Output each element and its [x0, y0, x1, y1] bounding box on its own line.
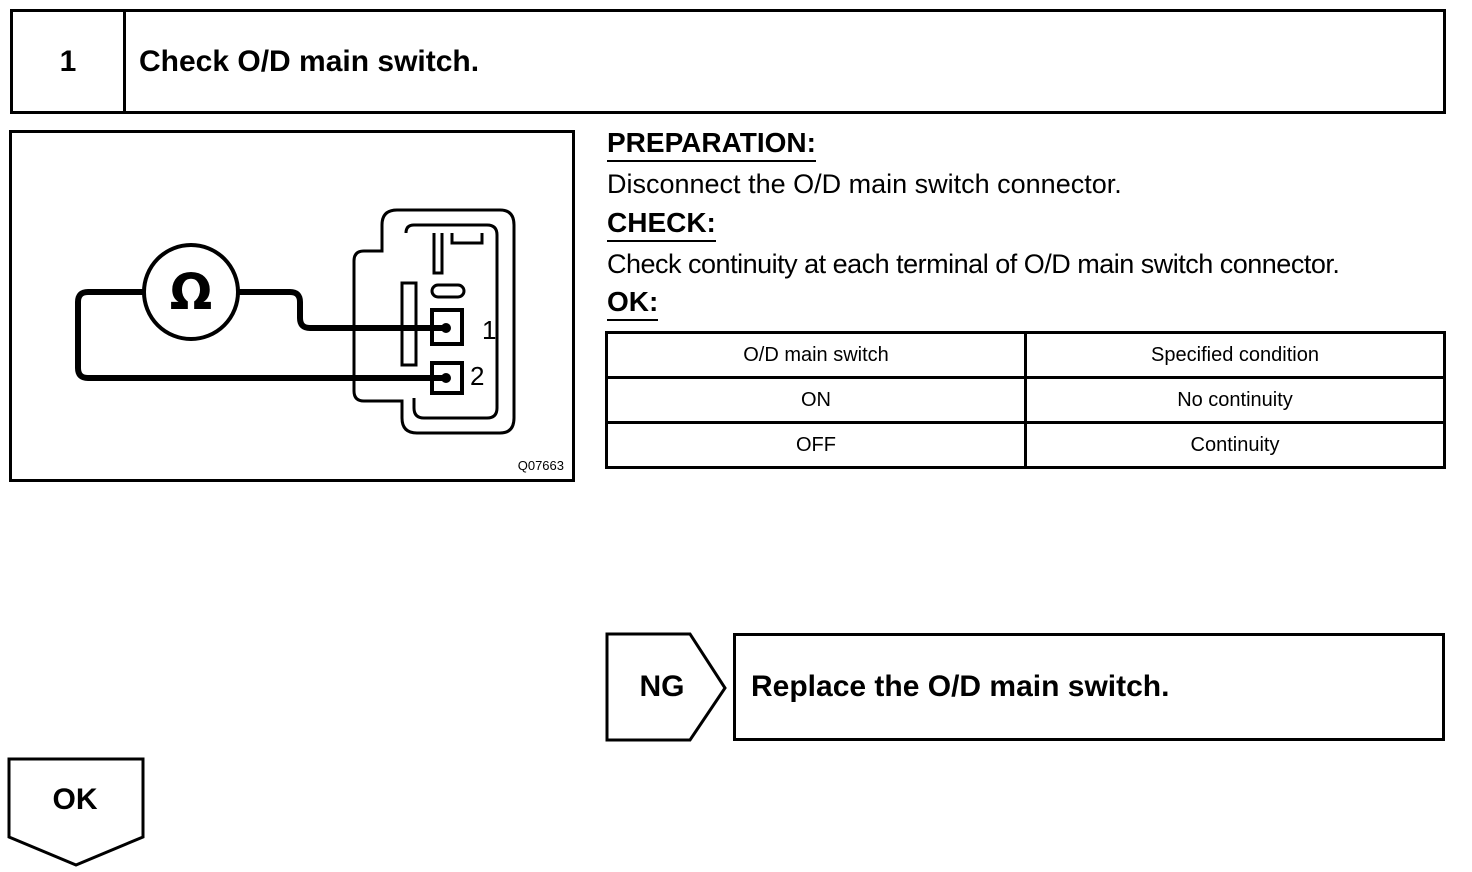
table-header-row: O/D main switch Specified condition [605, 331, 1446, 379]
ohm-symbol: Ω [170, 263, 213, 321]
step-title: Check O/D main switch. [139, 44, 480, 78]
ng-arrow-icon [605, 632, 727, 742]
ohmmeter-figure: Ω 1 2 Q07663 [9, 130, 575, 482]
terminal-1 [430, 308, 464, 346]
slot [430, 283, 466, 299]
table-cell: No continuity [1024, 376, 1446, 424]
terminal-1-label: 1 [482, 315, 496, 345]
latch [432, 233, 444, 275]
lead-wire-1 [238, 289, 446, 331]
ng-label: NG [639, 670, 685, 703]
table-cell: OFF [605, 421, 1027, 469]
ok-arrow-icon [7, 757, 145, 867]
ng-action-text: Replace the O/D main switch. [751, 670, 1170, 703]
lead-wire-2 [75, 289, 446, 381]
connector-inner [404, 223, 499, 420]
table-row: OFF Continuity [605, 421, 1446, 469]
table-row: ON No continuity [605, 376, 1446, 424]
table-header-cell: Specified condition [1024, 331, 1446, 379]
preparation-heading: PREPARATION: [607, 128, 816, 162]
spec-table: O/D main switch Specified condition ON N… [605, 331, 1446, 469]
figure-code: Q07663 [517, 458, 564, 473]
table-cell: Continuity [1024, 421, 1446, 469]
check-text: Check continuity at each terminal of O/D… [607, 249, 1340, 279]
ohmmeter-connector-diagram-icon: Ω 1 2 [75, 208, 516, 435]
step-header: 1 Check O/D main switch. [10, 9, 1446, 114]
preparation-text: Disconnect the O/D main switch connector… [607, 169, 1122, 199]
connector-housing [352, 208, 516, 435]
ok-label: OK [52, 783, 98, 816]
ok-heading: OK: [607, 287, 659, 321]
table-cell: ON [605, 376, 1027, 424]
terminal-2-label: 2 [470, 361, 484, 391]
table-header-cell: O/D main switch [605, 331, 1027, 379]
terminal-2 [430, 361, 464, 395]
side-rail [400, 281, 418, 367]
check-heading: CHECK: [607, 208, 716, 242]
step-number: 1 [13, 12, 126, 111]
ng-action: Replace the O/D main switch. [733, 633, 1445, 741]
